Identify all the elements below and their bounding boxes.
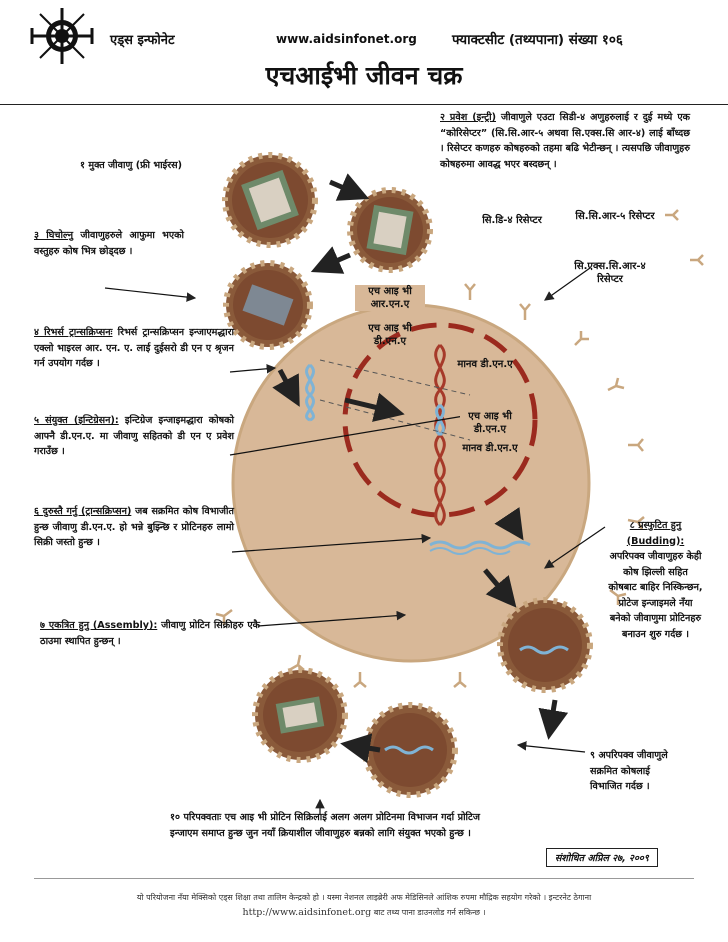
step-6-text: ६ दुरुस्तै गर्नु (ट्रान्सक्रिप्सन) जब सक… (34, 504, 234, 551)
header-divider (0, 104, 728, 105)
step-9-text: ९ अपरिपक्व जीवाणुले सक्रमित कोषलाई विभाज… (590, 750, 668, 792)
step-8-body: अपरिपक्व जीवाणुहरु केही कोष झिल्ली सहित … (608, 551, 703, 640)
step-4-text: ४ रिभर्स ट्रान्सक्रिप्सनः रिभर्स ट्रान्स… (34, 325, 234, 372)
step-2-body: जीवाणुले एउटा सिडी-४ अणुहरुलाई र दुई मध्… (440, 112, 690, 170)
step-3-heading: ३ घिचोल्नु (34, 230, 74, 241)
ccr5-receptor-label: सि.सि.आर-५ रिसेप्टर (575, 211, 655, 222)
step-2-heading: २ प्रवेश (इन्ट्री) (440, 112, 497, 123)
step-6-body: जब सक्रमित कोष विभाजीत हुन्छ जीवाणु डी.ए… (34, 506, 234, 548)
virus-free (222, 152, 318, 248)
step-1-label: १ मुक्त जीवाणु (फ्री भाईरस) (80, 160, 183, 171)
step-4-body: रिभर्स ट्रान्सक्रिप्सन इन्जाएमद्धारा एक्… (34, 327, 234, 369)
logo (30, 6, 94, 66)
viral-dna-helix (305, 363, 315, 422)
step-4-heading: ४ रिभर्स ट्रान्सक्रिप्सनः (34, 327, 113, 338)
step-2-text: २ प्रवेश (इन्ट्री) जीवाणुले एउटा सिडी-४ … (440, 110, 690, 172)
step-5-heading: ५ संयुक्त (इन्टिग्रेसन): (34, 415, 119, 426)
step-7-text: ७ एकत्रित हुनु (Assembly): जीवाणु प्रोटि… (40, 618, 260, 649)
cd4-receptor-label: सि.डि-४ रिसेप्टर (482, 215, 542, 226)
footer-url[interactable]: http://www.aidsinfonet.org (242, 907, 372, 918)
step-6-heading: ६ दुरुस्तै गर्नु (ट्रान्सक्रिप्सन) (34, 506, 132, 517)
step-10-text: १० परिपक्वताः एच आइ भी प्रोटिन सिक्रिलाई… (170, 812, 480, 839)
mrna-strand (429, 540, 531, 550)
footer-download-text: बाट तथ्य पाना डाउनलोड गर्न सकिन्छ । (373, 908, 486, 917)
step-7-body: जीवाणु प्रोटिन सिक्रीहरु एकै ठाउमा स्थाप… (40, 620, 261, 647)
hiv-dna-label: एच आइ भी डी.एन.ए (368, 323, 412, 347)
logo-emblem-icon (30, 8, 94, 64)
revised-date: संशोधित अप्रिल २७, २००९ (546, 848, 658, 867)
virus-mature (252, 667, 348, 763)
human-dna-label: मानव डी.एन.ए (457, 359, 513, 370)
footer-divider (34, 878, 694, 879)
virus-immature (362, 702, 458, 798)
virus-budding (497, 597, 593, 693)
footer-credit: यो परियोजना नँया मेक्सिको एड्स शिक्षा तथ… (136, 893, 592, 902)
hiv-rna-label: एच आइ भी आर.एन.ए (355, 285, 425, 311)
hiv-dna-nucleus-label: एच आइ भी डी.एन.ए (460, 410, 520, 436)
brand-name: एड्स इन्फोनेट (110, 33, 175, 48)
cxcr4-receptor-label: सि.एक्स.सि.आर-४ रिसेप्टर (574, 261, 646, 285)
factsheet-number: फ्याक्टसीट (तथ्यपाना) संख्या १०६ (452, 32, 623, 48)
step-5-body: इन्टिग्रेज इन्जाइमद्धारा कोषको आफ्नै डी.… (34, 415, 235, 457)
step-3-body: जीवाणुहरुले आफुमा भएको वस्तुहरु कोष भित्… (34, 230, 185, 257)
footer-download: http://www.aidsinfonet.org बाट तथ्य पाना… (0, 907, 728, 918)
step-8-english: (Budding): (626, 535, 685, 547)
step-7-heading: ७ एकत्रित हुनु (Assembly): (40, 620, 158, 631)
header-url[interactable]: www.aidsinfonet.org (276, 32, 417, 46)
nucleus (342, 322, 538, 518)
step-3-text: ३ घिचोल्नु जीवाणुहरुले आफुमा भएको वस्तुह… (34, 228, 184, 259)
virus-binding (347, 187, 433, 273)
step-8-heading: ८ प्रस्फुटित हुनु (629, 520, 682, 531)
virus-fusion (223, 260, 313, 350)
step-5-text: ५ संयुक्त (इन्टिग्रेसन): इन्टिग्रेज इन्ज… (34, 413, 234, 460)
human-dna-label-2: मानव डी.एन.ए (462, 443, 518, 454)
step-8-text: ८ प्रस्फुटित हुनु (Budding): अपरिपक्व जी… (608, 518, 703, 642)
page-title: एचआईभी जीवन चक्र (265, 61, 463, 90)
